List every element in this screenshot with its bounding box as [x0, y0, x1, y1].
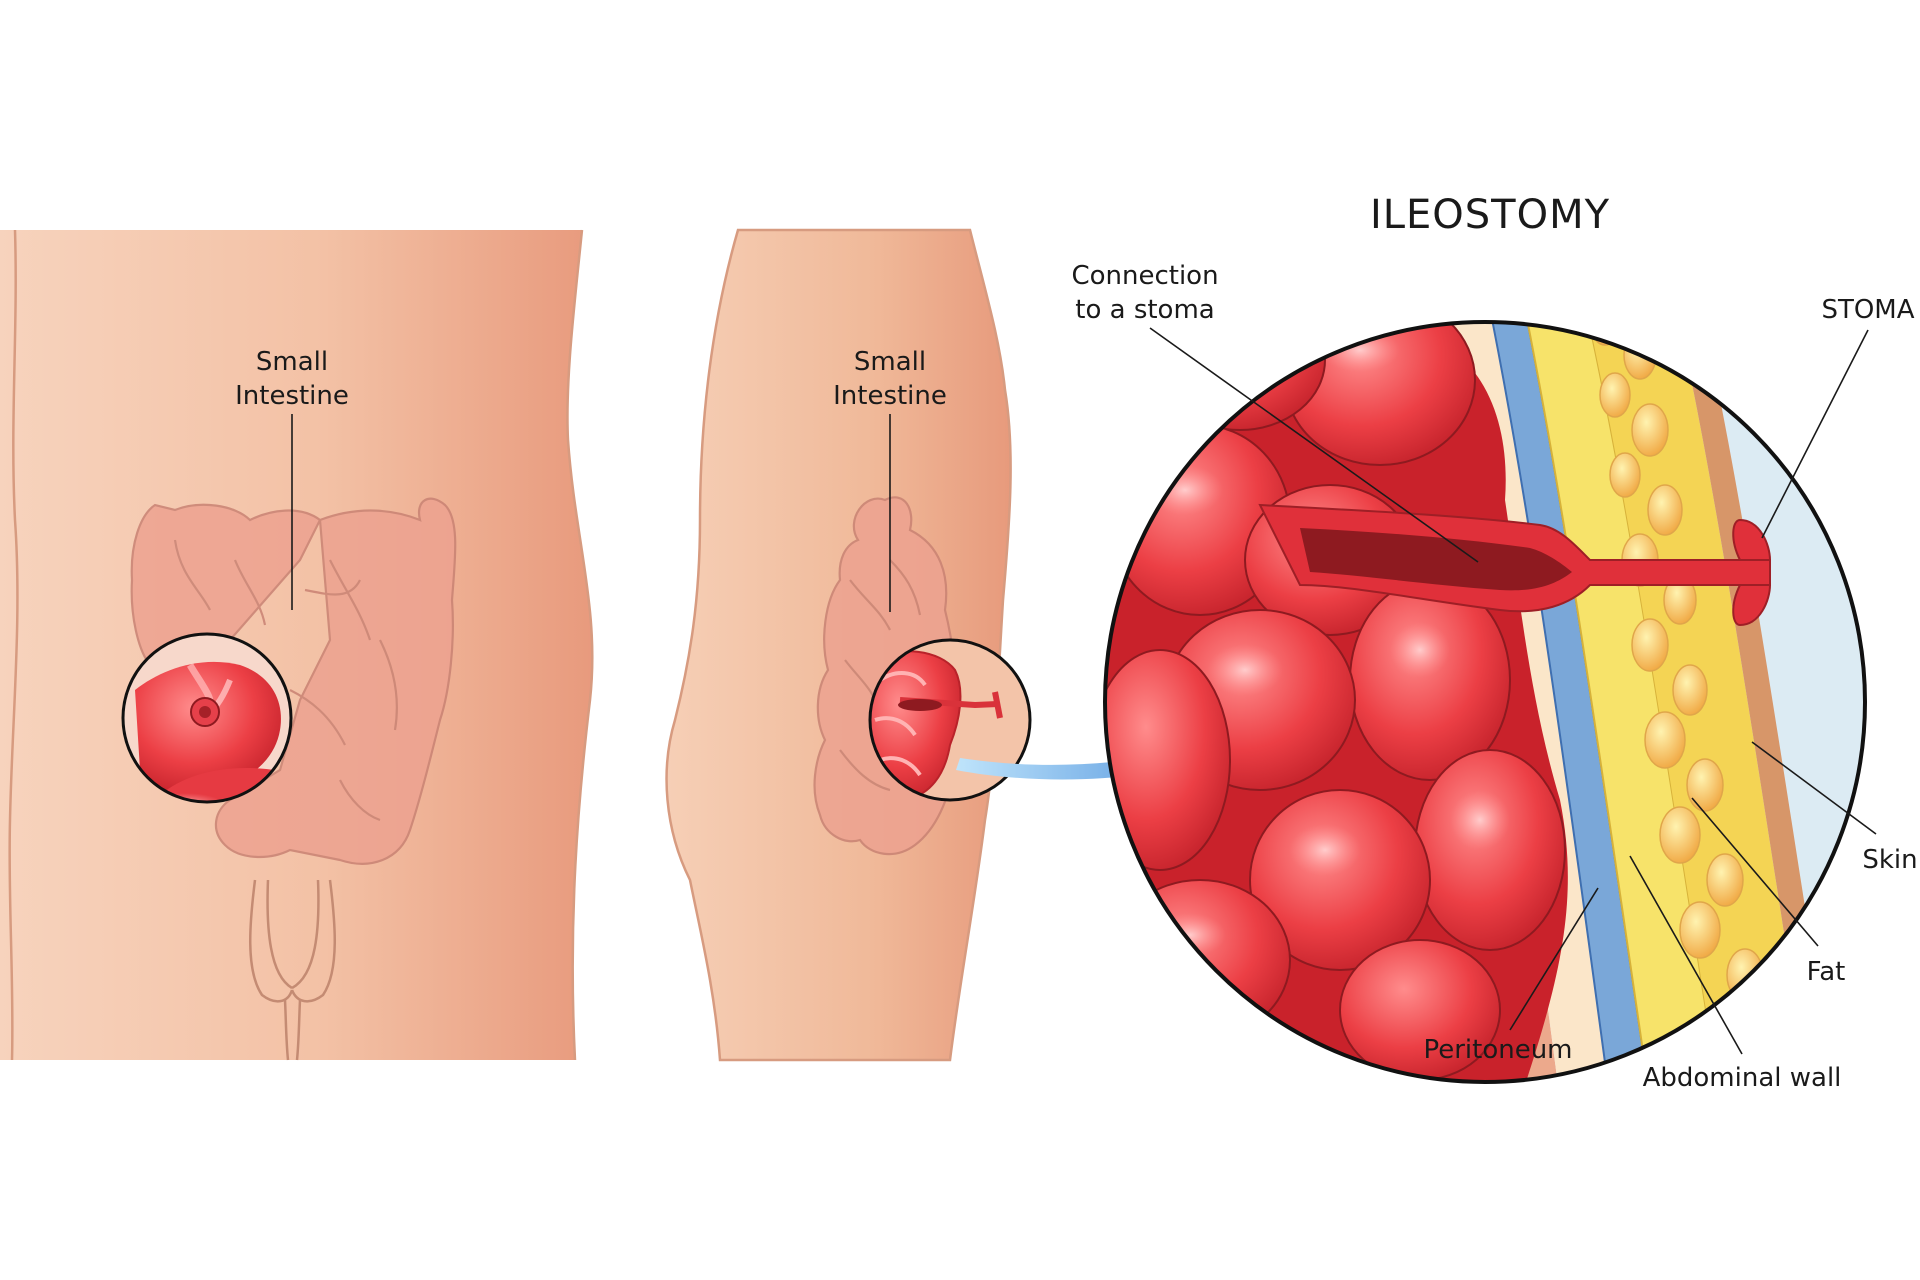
side-intestine-label-line1: Small — [854, 347, 926, 377]
ileum-to-stoma — [1258, 503, 1771, 627]
side-intestine-label-line2: Intestine — [833, 381, 947, 411]
connection-label-line1: Connection — [1071, 261, 1218, 291]
front-intestine-label-line1: Small — [256, 347, 328, 377]
connection-leader — [1149, 327, 1479, 563]
skin-leader — [1751, 741, 1877, 835]
stoma-label: STOMA — [1821, 295, 1914, 325]
fat-label: Fat — [1807, 957, 1846, 987]
front-intestine — [130, 497, 457, 865]
detail-cross-section — [1103, 320, 1867, 1084]
skin-label: Skin — [1862, 845, 1917, 875]
diagram-title: ILEOSTOMY — [1370, 192, 1610, 238]
side-torso: Small Intestine — [665, 228, 1032, 1062]
stoma-icon — [1732, 518, 1771, 627]
side-stoma-magnifier — [868, 638, 1032, 802]
stoma-leader — [1761, 329, 1869, 539]
peritoneum-leader — [1509, 887, 1599, 1031]
peritoneum-label: Peritoneum — [1423, 1035, 1572, 1065]
abdominal-wall-leader — [1629, 855, 1743, 1055]
front-torso: Small Intestine — [0, 229, 594, 1061]
front-intestine-label-line2: Intestine — [235, 381, 349, 411]
fat-leader — [1691, 797, 1819, 947]
connection-label-line2: to a stoma — [1075, 295, 1214, 325]
pelvic-outline — [248, 879, 337, 1061]
abdominal-wall-label: Abdominal wall — [1643, 1063, 1842, 1093]
